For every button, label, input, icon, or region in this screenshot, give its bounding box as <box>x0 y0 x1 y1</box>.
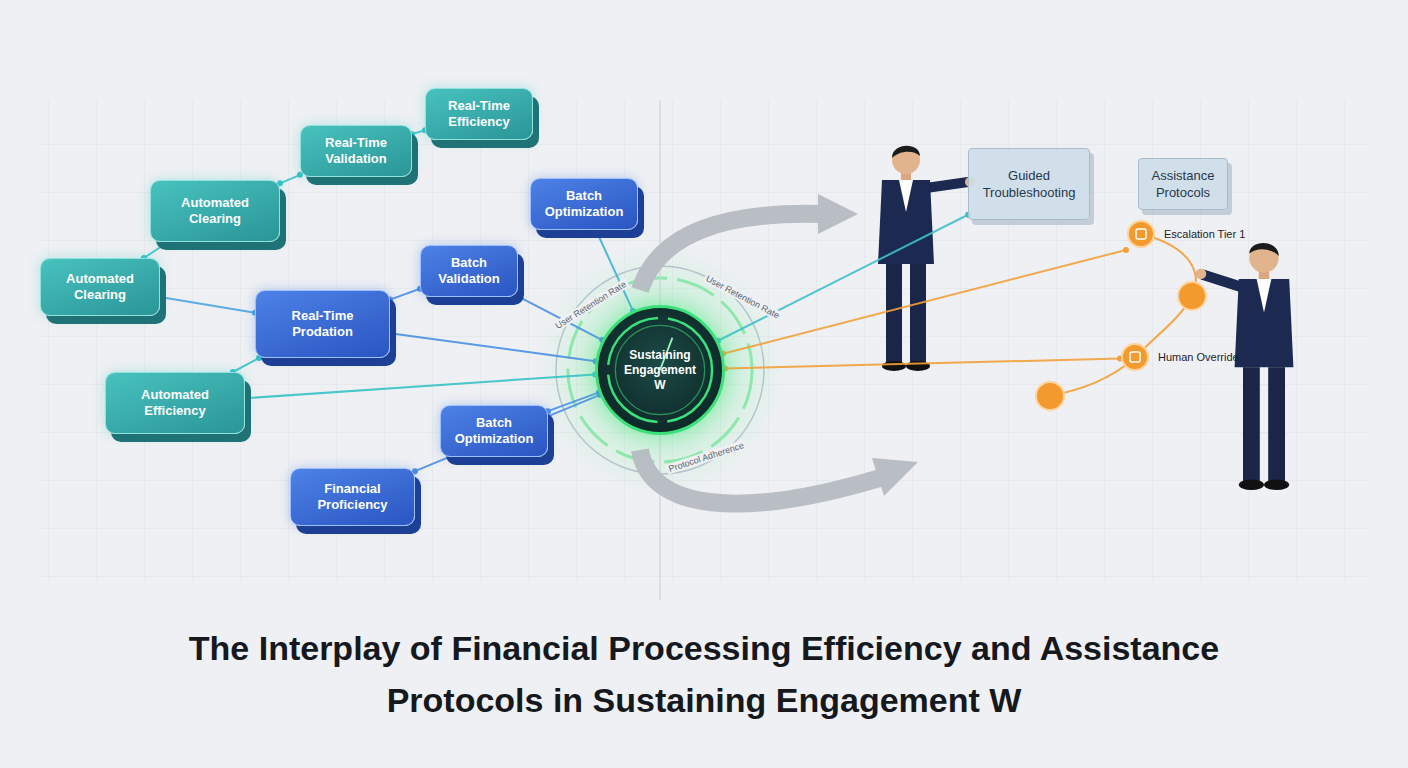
box-label: Sustaining Engagement W <box>618 348 702 393</box>
info-panel: Assistance Protocols <box>1138 158 1228 210</box>
person-figure <box>878 146 975 371</box>
process-box: Automated Efficiency <box>105 372 245 434</box>
protocol-node: Escalation Tier 1 <box>1126 218 1250 250</box>
arrow-head <box>818 194 858 234</box>
protocol-path <box>1050 234 1196 396</box>
connector-line <box>390 333 596 361</box>
box-label: Automated Clearing <box>51 271 149 303</box>
protocol-dot <box>1178 282 1206 310</box>
connector-line <box>280 175 300 184</box>
connector-dot <box>1123 247 1129 253</box>
box-label: Assistance Protocols <box>1147 167 1219 201</box>
process-box: Real-Time Validation <box>300 125 412 177</box>
box-label: Batch Optimization <box>451 415 537 447</box>
process-box: Real-Time Efficiency <box>425 88 533 140</box>
box-label: Batch Validation <box>431 255 507 287</box>
connector-line <box>723 250 1126 354</box>
protocol-dot <box>1126 219 1156 249</box>
box-label: Automated Efficiency <box>116 387 234 419</box>
box-label: Real-Time Efficiency <box>436 98 522 130</box>
box-label: Financial Proficiency <box>301 481 404 513</box>
loop-arrow <box>640 214 820 290</box>
connector-line <box>548 392 599 411</box>
connector-line <box>144 242 168 258</box>
connector-line <box>160 297 255 313</box>
box-label: Automated Clearing <box>161 195 269 227</box>
node-label: Escalation Tier 1 <box>1164 227 1245 241</box>
process-box: Batch Optimization <box>440 405 548 457</box>
box-label: Real-Time Validation <box>311 135 401 167</box>
box-label: Batch Optimization <box>541 188 627 220</box>
protocol-dot <box>1120 342 1150 372</box>
loop-arrow <box>640 450 880 504</box>
box-label: Guided Troubleshooting <box>977 167 1081 201</box>
process-box: Automated Clearing <box>150 180 280 242</box>
info-panel: Guided Troubleshooting <box>968 148 1090 220</box>
person-figure <box>1196 243 1294 490</box>
process-box: Financial Proficiency <box>290 468 415 526</box>
arrow-head <box>872 458 918 496</box>
connector-line <box>245 374 595 398</box>
node-label: Human Override <box>1158 350 1239 364</box>
process-box: Batch Validation <box>420 245 518 297</box>
connector-dot <box>515 293 521 299</box>
protocol-dot <box>1036 382 1064 410</box>
connector-line <box>233 358 259 372</box>
diagram-title: The Interplay of Financial Processing Ef… <box>124 622 1284 726</box>
connector-line <box>725 359 1120 369</box>
process-box: Real-Time Prodation <box>255 290 390 358</box>
process-box: Batch Optimization <box>530 178 638 230</box>
connector-line <box>415 395 600 471</box>
connector-line <box>390 289 420 300</box>
protocol-node: Human Override <box>1120 341 1244 373</box>
process-box: Automated Clearing <box>40 258 160 316</box>
box-label: Real-Time Prodation <box>266 308 379 340</box>
gauge-circle: Sustaining Engagement W <box>595 305 725 435</box>
